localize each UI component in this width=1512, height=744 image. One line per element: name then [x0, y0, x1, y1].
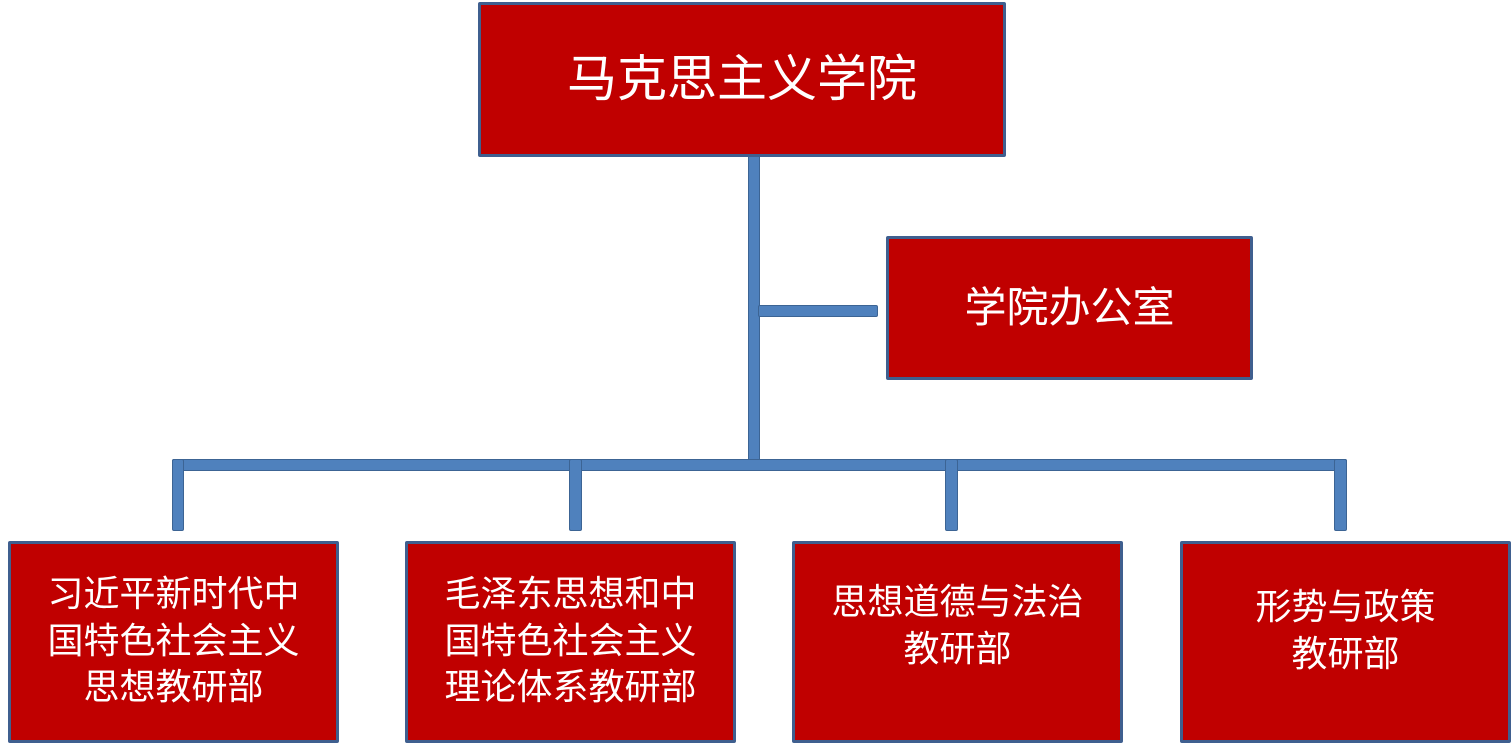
- node-label-line: 国特色社会主义: [47, 620, 300, 662]
- department-1-connector: [172, 459, 184, 531]
- node-label-line: 形势与政策: [1255, 587, 1436, 629]
- node-label-line: 思想道德与法治: [831, 582, 1084, 624]
- office-connector: [758, 305, 878, 317]
- node-label-line: 思想教研部: [83, 667, 264, 709]
- node-school-office: 学院办公室: [886, 236, 1253, 380]
- node-department-4: 形势与政策 教研部: [1180, 541, 1511, 743]
- node-label-line: 毛泽东思想和中: [444, 573, 697, 615]
- root-node-marxism-school: 马克思主义学院: [478, 2, 1006, 157]
- node-department-1: 习近平新时代中 国特色社会主义 思想教研部: [8, 541, 339, 743]
- node-label-line: 理论体系教研部: [444, 667, 697, 709]
- node-label-line: 国特色社会主义: [444, 620, 697, 662]
- department-4-connector: [1334, 459, 1347, 531]
- department-2-connector: [569, 459, 582, 531]
- node-label: 马克思主义学院: [567, 50, 917, 108]
- node-label-line: 教研部: [903, 629, 1012, 670]
- node-department-3: 思想道德与法治 教研部: [792, 541, 1123, 743]
- node-department-2: 毛泽东思想和中 国特色社会主义 理论体系教研部: [405, 541, 736, 743]
- node-label-line: 教研部: [1291, 634, 1400, 675]
- department-3-connector: [945, 459, 958, 531]
- node-label: 学院办公室: [964, 282, 1175, 332]
- departments-bus-connector: [172, 459, 1347, 471]
- node-label-line: 习近平新时代中: [47, 573, 300, 615]
